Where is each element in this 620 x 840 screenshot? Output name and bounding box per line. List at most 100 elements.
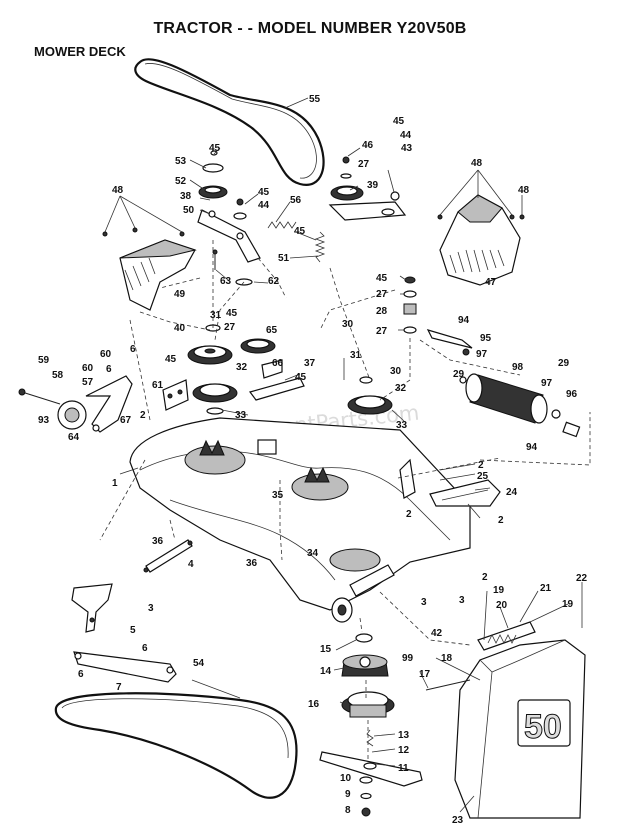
blade-adapter-16 — [341, 691, 395, 718]
mower-deck-housing — [129, 417, 471, 611]
callout-44: 44 — [400, 130, 412, 141]
deck-badge: 50 — [524, 708, 562, 746]
callout-32: 32 — [236, 362, 248, 373]
callout-10: 10 — [340, 773, 352, 784]
callout-17: 17 — [419, 669, 431, 680]
assembly-dash-lines — [99, 240, 591, 760]
callout-6: 6 — [130, 344, 136, 355]
callout-30: 30 — [342, 319, 354, 330]
callout-62: 62 — [268, 276, 280, 287]
deck-wheel-front — [331, 564, 395, 623]
spindle-housing-14 — [341, 633, 389, 677]
callout-51: 51 — [278, 253, 290, 264]
callout-57: 57 — [82, 377, 94, 388]
callout-45: 45 — [295, 372, 307, 383]
lift-link-4 — [143, 539, 193, 573]
callout-40: 40 — [174, 323, 186, 334]
callout-labels: 55 45 53 52 38 50 45 44 56 46 27 39 45 4… — [38, 94, 588, 826]
blade-hardware-10-9-8 — [359, 776, 373, 817]
callout-29: 29 — [453, 369, 465, 380]
callout-36: 36 — [246, 558, 258, 569]
callout-44: 44 — [258, 200, 270, 211]
callout-12: 12 — [398, 745, 410, 756]
callout-27: 27 — [376, 326, 388, 337]
rod-17 — [425, 679, 471, 691]
callout-43: 43 — [401, 143, 413, 154]
pulley-32-right — [343, 358, 393, 415]
callout-63: 63 — [220, 276, 232, 287]
callout-31: 31 — [210, 310, 222, 321]
callout-31: 31 — [350, 350, 362, 361]
pulley-32-left — [192, 383, 238, 415]
bracket-61 — [162, 379, 189, 411]
callout-22: 22 — [576, 573, 588, 584]
callout-46: 46 — [362, 140, 374, 151]
belt-cover-49 — [119, 239, 197, 311]
bolt-63 — [212, 249, 218, 270]
callout-56: 56 — [290, 195, 302, 206]
callout-49: 49 — [174, 289, 186, 300]
bolts-48-right — [437, 169, 525, 220]
link-7 — [73, 651, 177, 683]
callout-96: 96 — [566, 389, 578, 400]
callout-2: 2 — [140, 410, 146, 421]
callout-4: 4 — [188, 559, 194, 570]
callout-48: 48 — [471, 158, 483, 169]
callout-64: 64 — [68, 432, 80, 443]
front-bracket-right — [399, 458, 416, 499]
deck-bracket-24 — [429, 479, 501, 507]
belt-cover-47 — [439, 194, 521, 286]
leader-lines — [119, 97, 583, 813]
belt-55 — [134, 58, 325, 186]
callout-34: 34 — [307, 548, 319, 559]
callout-45: 45 — [226, 308, 238, 319]
callout-37: 37 — [304, 358, 316, 369]
callout-95: 95 — [480, 333, 492, 344]
callout-8: 8 — [345, 805, 351, 816]
callout-48: 48 — [112, 185, 124, 196]
callout-60: 60 — [82, 363, 94, 374]
callout-13: 13 — [398, 730, 410, 741]
callout-45: 45 — [393, 116, 405, 127]
discharge-chute-23: 50 — [454, 639, 586, 819]
callout-19: 19 — [493, 585, 505, 596]
callout-30: 30 — [390, 366, 402, 377]
bracket-66-37 — [248, 359, 305, 401]
hanger-bracket-5 — [71, 583, 113, 633]
callout-27: 27 — [224, 322, 236, 333]
callout-20: 20 — [496, 600, 508, 611]
callout-97: 97 — [476, 349, 488, 360]
callout-7: 7 — [116, 682, 122, 693]
callout-6: 6 — [142, 643, 148, 654]
callout-66: 66 — [272, 358, 284, 369]
callout-6: 6 — [78, 669, 84, 680]
callout-47: 47 — [485, 277, 497, 288]
callout-25: 25 — [477, 471, 489, 482]
callout-98: 98 — [512, 362, 524, 373]
spring-51 — [314, 231, 326, 263]
page-title: TRACTOR - - MODEL NUMBER Y20V50B — [153, 20, 467, 37]
callout-48: 48 — [518, 185, 530, 196]
callout-27: 27 — [358, 159, 370, 170]
callout-45: 45 — [165, 354, 177, 365]
callout-42: 42 — [431, 628, 443, 639]
callout-59: 59 — [38, 355, 50, 366]
blade-11 — [319, 729, 423, 787]
callout-29: 29 — [558, 358, 570, 369]
callout-45: 45 — [209, 143, 221, 154]
spindle-hardware-stack — [403, 276, 417, 334]
callout-3: 3 — [459, 595, 465, 606]
callout-53: 53 — [175, 156, 187, 167]
callout-52: 52 — [175, 176, 187, 187]
idler-pulley-52 — [198, 150, 228, 199]
bracket-95 — [426, 329, 473, 356]
callout-2: 2 — [478, 460, 484, 471]
callout-11: 11 — [398, 763, 409, 774]
callout-55: 55 — [309, 94, 321, 105]
callout-1: 1 — [112, 478, 118, 489]
callout-93: 93 — [38, 415, 50, 426]
callout-6: 6 — [106, 364, 112, 375]
callout-67: 67 — [120, 415, 132, 426]
callout-35: 35 — [272, 490, 284, 501]
callout-16: 16 — [308, 699, 320, 710]
